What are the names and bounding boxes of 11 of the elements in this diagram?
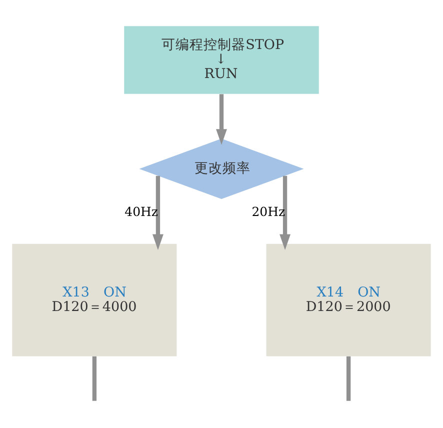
node-box: 可编程控制器STOP ↓ RUN xyxy=(124,26,319,94)
arrow xyxy=(152,176,164,250)
edge-label: 40Hz xyxy=(124,204,158,220)
connector xyxy=(346,356,351,401)
node-box: X14 ON D120＝2000 xyxy=(266,244,431,356)
node-box: X13 ON D120＝4000 xyxy=(12,244,177,356)
arrow xyxy=(280,176,291,250)
arrow xyxy=(216,94,227,145)
node-diamond: 更改频率 xyxy=(139,138,304,200)
edge-label: 20Hz xyxy=(252,204,286,220)
connector xyxy=(92,356,97,401)
